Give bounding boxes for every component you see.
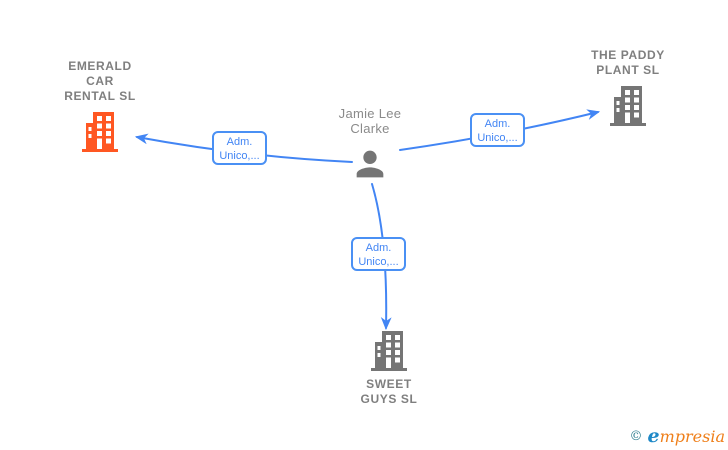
building-icon <box>82 112 118 152</box>
company-node-the-paddy-plant[interactable]: THE PADDY PLANT SL <box>568 48 688 126</box>
person-icon <box>350 144 390 184</box>
empresia-logo[interactable]: © empresia <box>630 425 726 447</box>
edge-label-adm-unico-paddy[interactable]: Adm. Unico,... <box>470 113 525 147</box>
company-name: THE PADDY PLANT SL <box>591 48 665 78</box>
company-name-line: SWEET <box>366 377 412 391</box>
company-name: EMERALD CAR RENTAL SL <box>64 59 136 104</box>
edge-label-adm-unico-emerald[interactable]: Adm. Unico,... <box>212 131 267 165</box>
person-name-line: Clarke <box>350 121 390 136</box>
empresia-brand-initial: e <box>647 425 660 447</box>
person-name: Jamie Lee Clarke <box>339 106 402 136</box>
company-name-line: CAR <box>86 74 114 88</box>
edge-label-line: Unico,... <box>219 150 260 162</box>
company-name-line: PLANT SL <box>596 63 660 77</box>
company-node-emerald-car-rental[interactable]: EMERALD CAR RENTAL SL <box>40 59 160 152</box>
edge-label-line: Adm. <box>226 136 253 148</box>
edge-label-line: Adm. <box>484 118 511 130</box>
company-name-line: THE PADDY <box>591 48 665 62</box>
edge-label-line: Unico,... <box>477 132 518 144</box>
company-name-line: RENTAL SL <box>64 89 136 103</box>
empresia-brand-text: mpresia <box>659 427 725 446</box>
building-icon <box>610 86 646 126</box>
company-name: SWEET GUYS SL <box>361 377 418 407</box>
company-node-sweet-guys[interactable]: SWEET GUYS SL <box>329 331 449 407</box>
building-icon <box>371 331 407 371</box>
edge-label-line: Adm. <box>365 242 392 254</box>
edge-label-adm-unico-sweet[interactable]: Adm. Unico,... <box>351 237 406 271</box>
edge-label-line: Unico,... <box>358 256 399 268</box>
company-name-line: EMERALD <box>68 59 132 73</box>
copyright-icon: © <box>629 429 643 444</box>
company-name-line: GUYS SL <box>360 392 418 406</box>
person-name-line: Jamie Lee <box>338 106 402 121</box>
person-node-jamie-lee-clarke[interactable]: Jamie Lee Clarke <box>310 106 430 184</box>
